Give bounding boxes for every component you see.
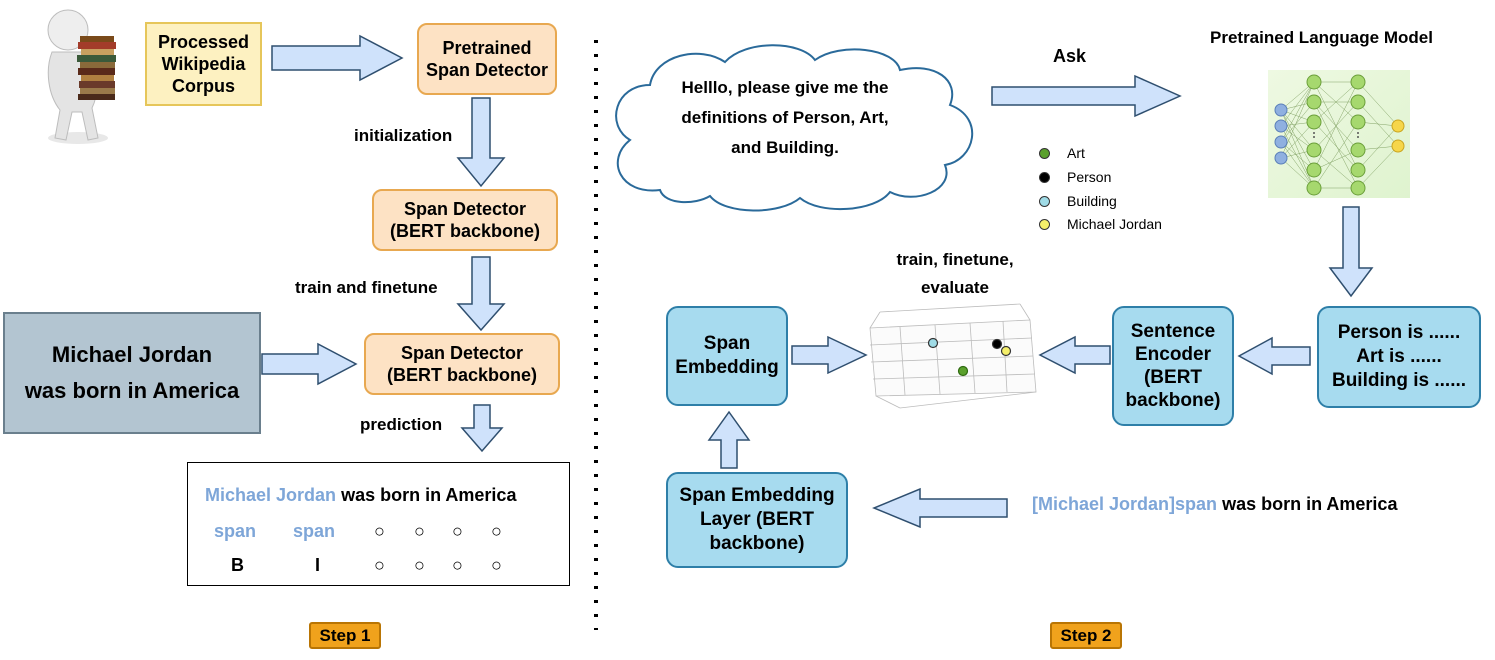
input-span-text: [Michael Jordan]span (1032, 494, 1218, 514)
outside-circle: ○ (414, 555, 425, 575)
legend-person-label: Person (1067, 169, 1112, 185)
outside-circle: ○ (452, 555, 463, 575)
step-2-badge: Step 2 (1050, 622, 1122, 649)
arrow-prediction (460, 404, 504, 453)
arrow-embedding-to-space (791, 335, 868, 375)
ask-label: Ask (1053, 46, 1087, 66)
input-rest-text: was born in America (1222, 494, 1398, 514)
arrow-input-to-detector (261, 342, 358, 386)
outside-circle: ○ (491, 555, 502, 575)
span-detector-prediction-box: Span Detector (BERT backbone) (364, 333, 560, 395)
embedding-space-plot (869, 303, 1037, 409)
train-finetune-label: train and finetune (295, 278, 438, 297)
train-finetune-evaluate-label: train, finetune, evaluate (896, 250, 1014, 297)
initialization-label: initialization (354, 126, 453, 145)
legend-michael-jordan-label: Michael Jordan (1067, 216, 1162, 232)
span-tag: span (293, 521, 336, 541)
input-span-sentence: [Michael Jordan]span was born in America (1032, 494, 1397, 515)
span-embedding-layer-box: Span Embedding Layer (BERT backbone) (666, 472, 848, 568)
arrow-train-finetune (456, 256, 506, 332)
legend-building-marker (1039, 196, 1050, 207)
outside-circle: ○ (491, 521, 502, 541)
point-art (957, 365, 969, 377)
prompt-cloud (615, 44, 974, 212)
arrow-layer-to-embedding (707, 410, 751, 469)
person-with-books-icon (47, 9, 116, 144)
point-person (991, 338, 1003, 350)
input-sentence-box: Michael Jordan was born in America (3, 312, 261, 434)
point-building (927, 337, 939, 349)
legend-art-marker (1039, 148, 1050, 159)
arrow-corpus-to-pretrained (271, 34, 404, 82)
span-detector-box: Span Detector (BERT backbone) (372, 189, 558, 251)
bio-tag-i: I (315, 555, 321, 575)
outside-circle: ○ (374, 521, 385, 541)
prediction-label: prediction (360, 415, 443, 434)
wikipedia-corpus-box: Processed Wikipedia Corpus (145, 22, 262, 106)
step-1-badge: Step 1 (309, 622, 381, 649)
legend-art-label: Art (1067, 145, 1085, 161)
bio-tagging-result-box: Michael Jordan was born in America span … (187, 462, 570, 586)
arrow-plm-to-definitions (1328, 206, 1374, 298)
result-span-text: Michael Jordan (205, 485, 337, 505)
definitions-box: Person is ...... Art is ...... Building … (1317, 306, 1481, 408)
outside-circle: ○ (414, 521, 425, 541)
point-michael-jordan (1000, 345, 1012, 357)
outside-circle: ○ (452, 521, 463, 541)
legend-michael-jordan-marker (1039, 219, 1050, 230)
arrow-initialization (456, 97, 506, 188)
arrow-ask (991, 74, 1182, 118)
span-embedding-box: Span Embedding (666, 306, 788, 406)
legend-person-marker (1039, 172, 1050, 183)
pretrained-span-detector-box: Pretrained Span Detector (417, 23, 557, 95)
arrow-sentence-to-layer (872, 487, 1008, 529)
legend-building-label: Building (1067, 193, 1117, 209)
bio-tag-b: B (231, 555, 244, 575)
prompt-cloud-text: Helllo, please give me the definitions o… (681, 78, 889, 157)
span-tag: span (214, 521, 257, 541)
neural-network-icon (1268, 70, 1410, 198)
arrow-encoder-to-space (1038, 335, 1111, 375)
arrow-definitions-to-encoder (1237, 336, 1311, 376)
embedding-points (927, 337, 1012, 377)
outside-circle: ○ (374, 555, 385, 575)
plm-title: Pretrained Language Model (1210, 28, 1433, 47)
sentence-encoder-box: Sentence Encoder (BERT backbone) (1112, 306, 1234, 426)
result-rest-text: was born in America (341, 485, 517, 505)
